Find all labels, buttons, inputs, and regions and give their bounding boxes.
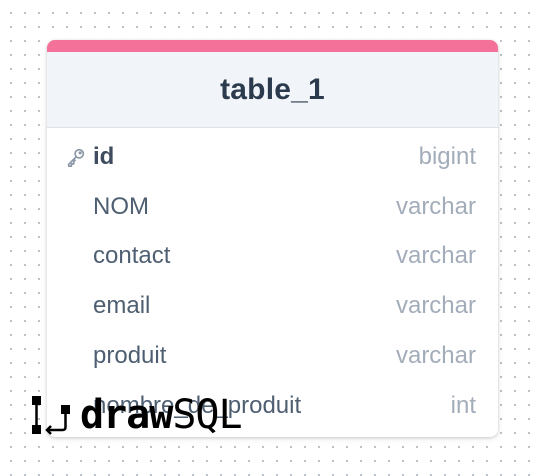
- column-row[interactable]: NOM varchar: [47, 182, 498, 232]
- column-type: int: [450, 391, 476, 419]
- watermark-text-bold: draw: [80, 392, 173, 438]
- column-row[interactable]: id bigint: [47, 132, 498, 182]
- column-name: NOM: [93, 192, 149, 220]
- table-title: table_1: [220, 72, 325, 106]
- column-type: varchar: [395, 192, 476, 220]
- watermark-text-light: SQL: [172, 392, 242, 438]
- column-name: id: [93, 142, 115, 170]
- table-accent-bar: [47, 40, 498, 52]
- column-name: nombre_de_produit: [93, 391, 302, 419]
- column-row[interactable]: produit varchar: [47, 331, 498, 381]
- column-type: varchar: [395, 342, 476, 370]
- column-type: varchar: [395, 242, 476, 270]
- column-type: bigint: [418, 142, 476, 170]
- column-list: id bigint NOM varchar contact varchar em…: [47, 128, 498, 431]
- table-header[interactable]: table_1: [47, 52, 498, 128]
- column-name: contact: [93, 242, 171, 270]
- drawsql-logo-icon: [32, 396, 70, 435]
- column-row[interactable]: nombre_de_produit int: [47, 381, 498, 431]
- column-row[interactable]: email varchar: [47, 281, 498, 331]
- table-card[interactable]: table_1 id bigint NOM varchar contact va…: [47, 40, 498, 437]
- column-type: varchar: [395, 292, 476, 320]
- key-icon: [67, 148, 85, 167]
- column-name: produit: [93, 342, 167, 370]
- column-name: email: [93, 292, 151, 320]
- column-row[interactable]: contact varchar: [47, 232, 498, 282]
